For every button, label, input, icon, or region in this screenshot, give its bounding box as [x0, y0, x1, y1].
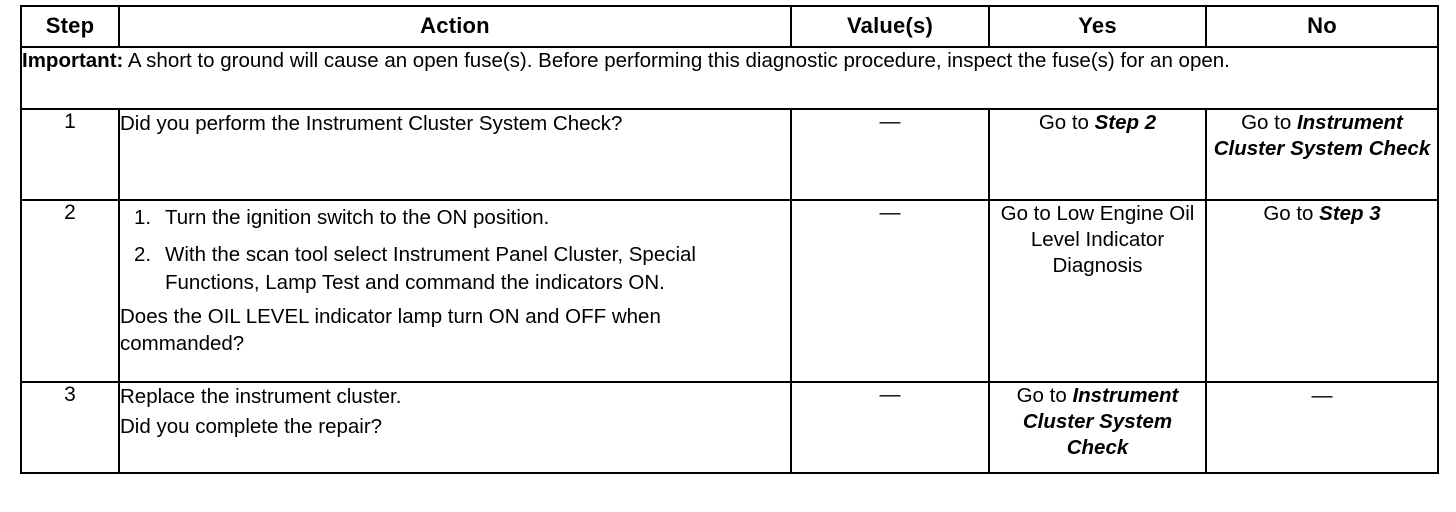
no-lead-text: Go to: [1241, 111, 1297, 134]
column-header-action: Action: [118, 5, 792, 48]
yes-lead-text: Go to: [1016, 384, 1073, 407]
yes-lead-text: Go to: [1038, 111, 1095, 134]
value-cell: —: [790, 381, 990, 474]
action-paragraph: Did you perform the Instrument Cluster S…: [120, 112, 623, 135]
column-header-yes: Yes: [988, 5, 1207, 48]
no-cell: Go to Step 3: [1205, 199, 1439, 383]
action-paragraph: Replace the instrument cluster.: [120, 385, 402, 408]
list-item-text: Turn the ignition switch to the ON posit…: [165, 206, 550, 229]
list-item: 1. Turn the ignition switch to the ON pos…: [120, 204, 790, 231]
value-dash: —: [879, 110, 901, 133]
action-cell: 1. Turn the ignition switch to the ON pos…: [118, 199, 792, 383]
yes-reference-link[interactable]: Step 2: [1094, 111, 1157, 134]
yes-cell: Go to Low Engine Oil Level Indicator Dia…: [988, 199, 1207, 383]
action-numbered-list: 1. Turn the ignition switch to the ON pos…: [120, 204, 790, 296]
value-dash: —: [879, 201, 901, 224]
yes-cell: Go to Step 2: [988, 108, 1207, 201]
no-reference-link[interactable]: Instrument Cluster System Check: [1213, 111, 1431, 160]
list-item-number: 1.: [134, 206, 152, 229]
diagnostic-procedure-table: Step Action Value(s) Yes No Important: A…: [20, 5, 1439, 474]
list-item: 2. With the scan tool select Instrument P…: [120, 241, 790, 296]
step-number-cell: 2: [20, 199, 120, 383]
important-note-cell: Important: A short to ground will cause …: [20, 46, 1439, 110]
step-number-cell: 1: [20, 108, 120, 201]
action-question: Does the OIL LEVEL indicator lamp turn O…: [120, 305, 661, 356]
table-row: 3 Replace the instrument cluster. Did yo…: [20, 381, 1439, 474]
yes-cell: Go to Instrument Cluster System Check: [988, 381, 1207, 474]
important-note-row: Important: A short to ground will cause …: [20, 46, 1439, 110]
action-cell: Did you perform the Instrument Cluster S…: [118, 108, 792, 201]
table-row: 2 1. Turn the ignition switch to the ON p…: [20, 199, 1439, 383]
yes-reference-link[interactable]: Instrument Cluster System Check: [1022, 384, 1179, 459]
value-cell: —: [790, 108, 990, 201]
important-note-label: Important:: [22, 49, 124, 72]
no-reference-link[interactable]: Step 3: [1319, 202, 1381, 225]
value-dash: —: [879, 383, 901, 406]
yes-lead-text: Go to Low Engine Oil Level Indicator Dia…: [1000, 202, 1195, 277]
no-cell: —: [1205, 381, 1439, 474]
table-header-row: Step Action Value(s) Yes No: [20, 5, 1439, 48]
step-number-cell: 3: [20, 381, 120, 474]
column-header-step: Step: [20, 5, 120, 48]
list-item-number: 2.: [134, 243, 152, 267]
value-cell: —: [790, 199, 990, 383]
no-lead-text: Go to: [1263, 202, 1320, 225]
column-header-no: No: [1205, 5, 1439, 48]
column-header-value: Value(s): [790, 5, 990, 48]
list-item-text: With the scan tool select Instrument Pan…: [165, 243, 696, 294]
no-cell: Go to Instrument Cluster System Check: [1205, 108, 1439, 201]
table-row: 1 Did you perform the Instrument Cluster…: [20, 108, 1439, 201]
action-question: Did you complete the repair?: [120, 415, 383, 439]
action-cell: Replace the instrument cluster. Did you …: [118, 381, 792, 474]
important-note-text: A short to ground will cause an open fus…: [123, 49, 1230, 72]
no-dash: —: [1311, 384, 1333, 407]
